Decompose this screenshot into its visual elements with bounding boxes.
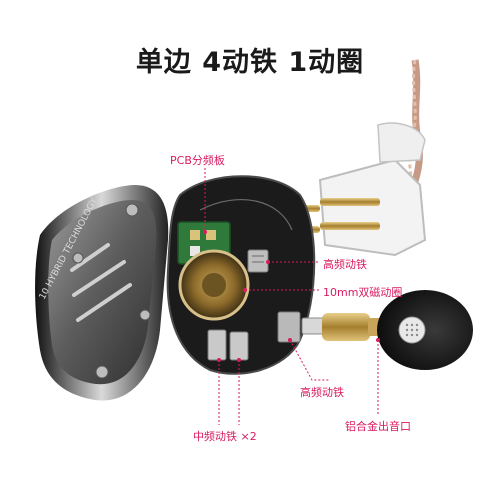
callout-lines [204,168,379,425]
callout-dots [203,230,380,362]
aluminum-nozzle [301,313,388,341]
cable-connector [318,122,427,257]
callout-pcb-crossover: PCB分频板 [170,154,225,167]
callout-aluminum-nozzle: 铝合金出音口 [345,420,411,433]
dynamic-driver [178,249,250,321]
faceplate [35,185,169,401]
ear-tip [377,290,473,370]
callout-dynamic-driver: 10mm双磁动圈 [323,286,403,299]
callout-mid-frequency-ba: 中频动铁 ×2 [193,430,257,443]
callout-high-frequency-ba-lower: 高频动铁 [300,386,344,399]
high-frequency-ba-lower [277,311,301,343]
high-frequency-ba-upper [247,249,269,273]
callout-high-frequency-ba-upper: 高频动铁 [323,258,367,271]
page-title: 单边 4动铁 1动圈 [135,47,365,78]
